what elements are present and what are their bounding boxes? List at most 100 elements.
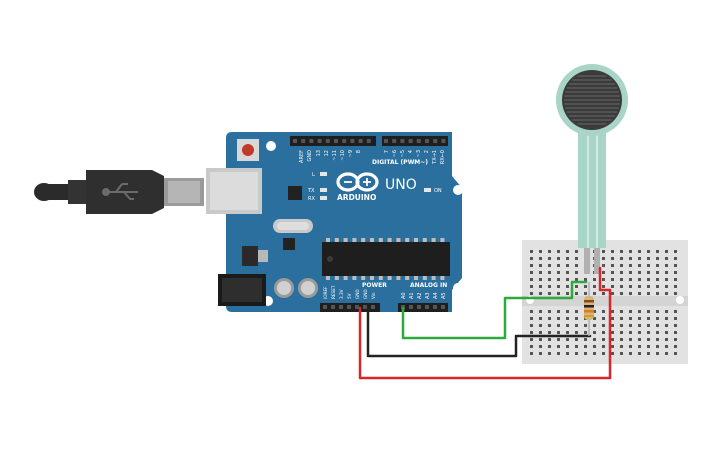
header-hole[interactable] (441, 305, 445, 309)
header-hole[interactable] (416, 139, 421, 143)
breadboard-hole (548, 324, 551, 327)
power-pin-label: 3.3V (339, 289, 344, 299)
header-hole[interactable] (358, 139, 363, 143)
breadboard-hole (638, 257, 641, 260)
header-hole[interactable] (371, 305, 375, 309)
header-hole[interactable] (433, 139, 438, 143)
breadboard-hole (620, 317, 623, 320)
breadboard-hole (584, 278, 587, 281)
breadboard-hole (611, 310, 614, 313)
header-hole[interactable] (331, 305, 335, 309)
breadboard-hole (656, 352, 659, 355)
header-hole[interactable] (433, 305, 437, 309)
breadboard-hole (656, 345, 659, 348)
breadboard-hole (638, 271, 641, 274)
breadboard-hole (674, 317, 677, 320)
digital-pin-label: ~5 (400, 150, 406, 157)
digital-pin-label: ~11 (332, 150, 338, 161)
breadboard-hole (656, 324, 659, 327)
breadboard-hole (602, 345, 605, 348)
breadboard-hole (665, 264, 668, 267)
header-hole[interactable] (441, 139, 446, 143)
header-hole[interactable] (325, 139, 330, 143)
chip-pin (387, 276, 392, 280)
usb-cable[interactable] (34, 170, 204, 214)
breadboard-hole (593, 292, 596, 295)
wire-a0-green[interactable] (401, 280, 588, 340)
header-hole[interactable] (425, 139, 429, 143)
power-pin-label: GND (363, 289, 368, 299)
header-hole[interactable] (350, 139, 355, 143)
breadboard-hole (566, 264, 569, 267)
wire-gnd-black[interactable] (366, 306, 592, 358)
header-hole[interactable] (392, 139, 397, 143)
header-hole[interactable] (339, 305, 343, 309)
power-pin-label: RESET (331, 285, 336, 299)
breadboard-hole (530, 352, 533, 355)
breadboard-hole (566, 271, 569, 274)
breadboard-hole (665, 257, 668, 260)
header-hole[interactable] (417, 305, 421, 309)
digital-pin-label: 8 (356, 150, 362, 153)
chip-pin (378, 238, 383, 242)
chip-pin (396, 238, 401, 242)
header-hole[interactable] (347, 305, 351, 309)
header-hole[interactable] (317, 139, 322, 143)
breadboard-hole (602, 352, 605, 355)
breadboard-hole (539, 250, 542, 253)
breadboard-hole (575, 278, 578, 281)
force-sensor[interactable] (556, 64, 628, 274)
breadboard-hole (656, 317, 659, 320)
breadboard-hole (584, 285, 587, 288)
breadboard-hole (539, 310, 542, 313)
breadboard-hole (566, 338, 569, 341)
digital-pin-label: 7 (384, 150, 390, 153)
breadboard-hole (575, 264, 578, 267)
header-hole[interactable] (355, 305, 359, 309)
breadboard-hole (629, 331, 632, 334)
capacitor-top (277, 281, 291, 295)
header-hole[interactable] (409, 305, 413, 309)
breadboard-hole (656, 331, 659, 334)
chip-pin (352, 238, 357, 242)
header-hole[interactable] (334, 139, 338, 143)
breadboard[interactable] (522, 240, 688, 364)
breadboard-hole (575, 324, 578, 327)
chip-pin (334, 238, 339, 242)
chip-pin (361, 238, 366, 242)
breadboard-hole (638, 324, 641, 327)
header-hole[interactable] (366, 139, 371, 143)
header-hole[interactable] (309, 139, 314, 143)
header-hole[interactable] (342, 139, 347, 143)
breadboard-hole (575, 250, 578, 253)
header-hole[interactable] (363, 305, 367, 309)
digital-header-right (382, 136, 448, 146)
resistor[interactable] (584, 282, 594, 336)
header-hole[interactable] (384, 139, 388, 143)
breadboard-hole (557, 345, 560, 348)
breadboard-hole (656, 264, 659, 267)
reset-button[interactable] (242, 144, 254, 156)
wire-5v-red[interactable] (358, 266, 612, 380)
power-jack-inner (222, 278, 262, 302)
breadboard-hole (548, 264, 551, 267)
header-hole[interactable] (408, 139, 413, 143)
digital-header-holes (293, 139, 446, 143)
usb-plug-metal-inner (168, 181, 200, 203)
breadboard-hole (539, 352, 542, 355)
header-hole[interactable] (400, 139, 405, 143)
header-hole[interactable] (425, 305, 429, 309)
chip-pin (387, 238, 392, 242)
chip-pin (326, 238, 330, 242)
breadboard-hole (530, 292, 533, 295)
header-hole[interactable] (293, 139, 297, 143)
header-hole[interactable] (323, 305, 327, 309)
breadboard-hole (530, 317, 533, 320)
breadboard-hole (530, 285, 533, 288)
resistor-band (584, 315, 594, 317)
breadboard-hole (539, 324, 542, 327)
breadboard-hole (674, 264, 677, 267)
chip-pin (440, 276, 445, 280)
header-hole[interactable] (301, 139, 306, 143)
